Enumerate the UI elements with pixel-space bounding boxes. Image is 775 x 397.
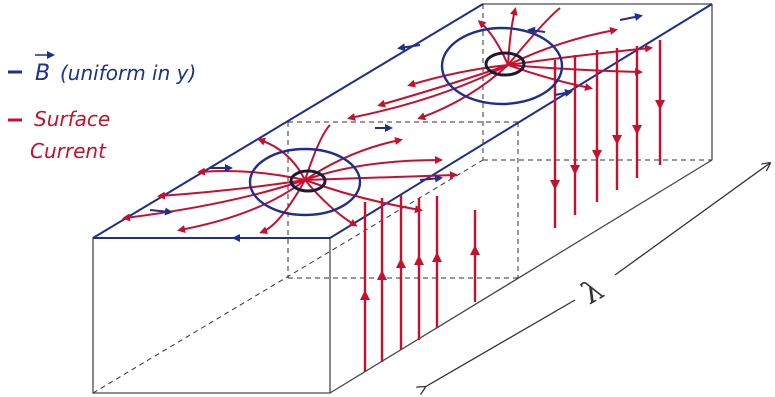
front-vortex bbox=[122, 124, 458, 242]
legend: B (uniform in y) Surface Current bbox=[8, 51, 196, 163]
front-face bbox=[92, 237, 331, 394]
back-vortex-core bbox=[484, 51, 526, 77]
top-face-blue-outline bbox=[92, 3, 713, 239]
back-vortex-currents bbox=[347, 7, 653, 121]
legend-b-text: (uniform in y) bbox=[60, 61, 196, 85]
legend-current-line2: Current bbox=[30, 139, 107, 163]
back-vortex bbox=[347, 7, 653, 121]
hidden-edges bbox=[92, 4, 712, 394]
legend-b-symbol: B bbox=[35, 61, 50, 86]
back-vortex-field-arrows bbox=[397, 13, 643, 97]
legend-current-line1: Surface bbox=[34, 107, 110, 131]
front-vortex-field-arrows bbox=[149, 124, 443, 242]
back-vortex-outer-field-loop bbox=[440, 26, 564, 106]
wavelength-arrow bbox=[425, 163, 770, 387]
front-vortex-core bbox=[289, 169, 327, 193]
side-face-currents bbox=[363, 40, 662, 372]
front-vortex-outer-field-loop bbox=[248, 147, 362, 217]
wavelength-label: λ bbox=[576, 272, 610, 312]
side-face-current-arrows bbox=[360, 100, 665, 300]
bottom-right-edge bbox=[329, 159, 713, 394]
